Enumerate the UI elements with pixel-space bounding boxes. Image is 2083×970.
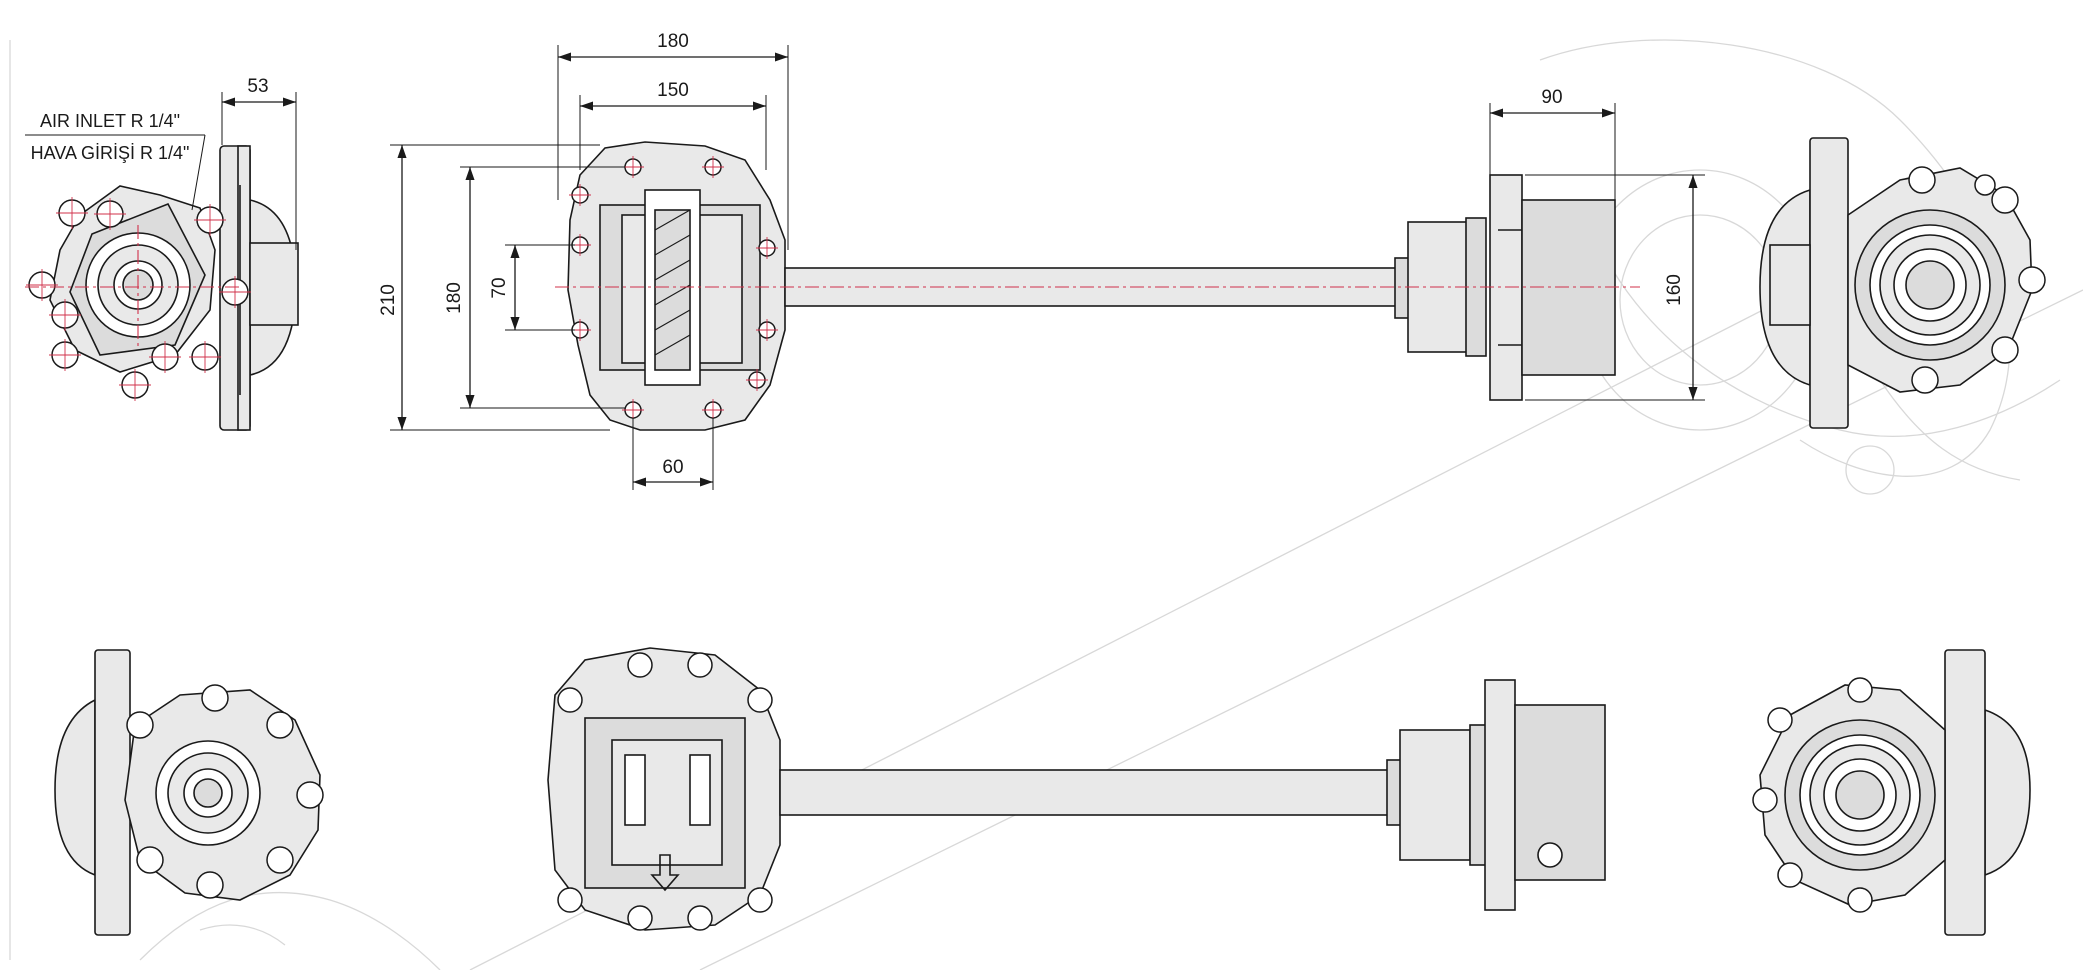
air-inlet-callout: AIR INLET R 1/4" HAVA GİRİŞİ R 1/4" xyxy=(25,111,206,211)
pump-side-view-right-top xyxy=(1759,137,2046,429)
dimension-70: 70 xyxy=(489,244,575,331)
dimension-160: 160 xyxy=(1525,174,1705,401)
dim-53-label: 53 xyxy=(247,76,268,97)
dim-180-width-label: 180 xyxy=(657,31,689,52)
dim-150-label: 150 xyxy=(657,80,689,101)
dimension-180-height: 180 xyxy=(444,166,625,409)
dimension-150: 150 xyxy=(579,80,767,170)
dim-180-height-label: 180 xyxy=(444,282,465,314)
pump-front-view-top xyxy=(567,141,1616,431)
bolt-holes-left-top xyxy=(26,197,251,401)
dim-70-label: 70 xyxy=(489,277,510,298)
air-inlet-label: AIR INLET R 1/4" xyxy=(40,111,180,131)
hole-centerlines-left-top xyxy=(25,225,240,350)
dimension-180-width: 180 xyxy=(557,31,789,250)
dimension-60: 60 xyxy=(632,418,714,490)
dim-210-label: 210 xyxy=(378,284,399,316)
dimension-210: 210 xyxy=(378,144,610,431)
dim-160-label: 160 xyxy=(1664,274,1685,306)
pump-rear-view-bottom xyxy=(547,647,1606,931)
air-inlet-label-tr: HAVA GİRİŞİ R 1/4" xyxy=(31,143,190,163)
dim-90-label: 90 xyxy=(1541,87,1562,108)
pump-side-view-left-bottom xyxy=(54,649,324,936)
dim-60-label: 60 xyxy=(662,457,683,478)
pump-side-view-left-top xyxy=(49,145,299,431)
pump-side-view-right-bottom xyxy=(1752,649,2031,936)
dimension-90: 90 xyxy=(1489,87,1616,200)
dimension-53: 53 xyxy=(221,76,297,250)
